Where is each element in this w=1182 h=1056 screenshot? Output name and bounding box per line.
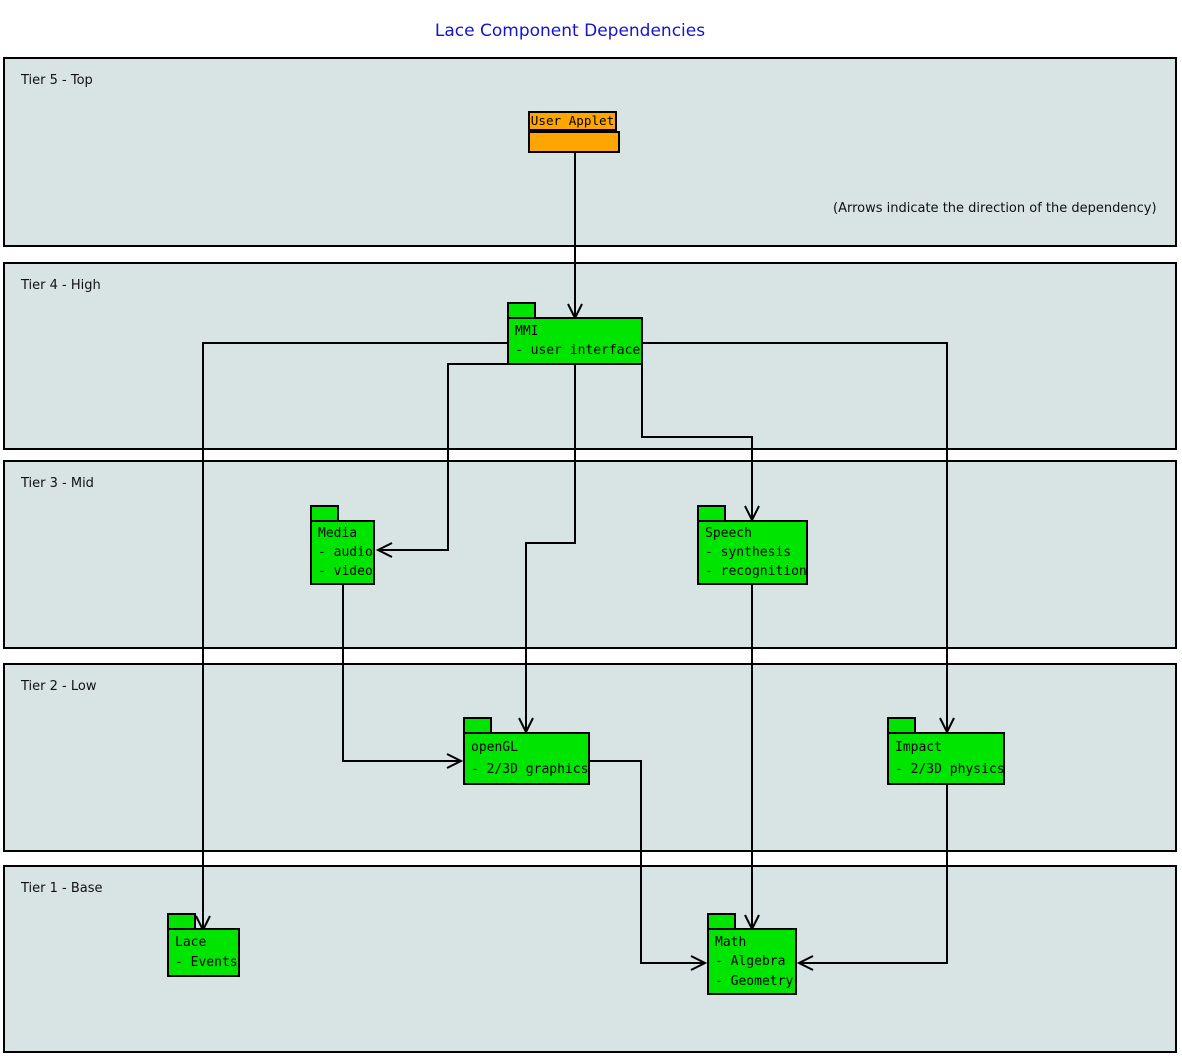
tier-label-3: Tier 3 - Mid xyxy=(21,476,94,491)
tier-label-5: Tier 5 - Top xyxy=(21,73,93,88)
tier-label-1: Tier 1 - Base xyxy=(21,881,103,896)
node-lace-detail: - Events xyxy=(175,955,238,970)
diagram-title: Lace Component Dependencies xyxy=(434,21,706,41)
tier-band-4: Tier 4 - High xyxy=(3,262,1177,450)
node-media-detail: - video xyxy=(318,564,373,579)
node-speech-detail: - synthesis xyxy=(705,545,792,560)
node-speech-detail: - recognition xyxy=(705,564,807,579)
tier-band-3: Tier 3 - Mid xyxy=(3,460,1177,649)
node-speech-title: Speech xyxy=(705,526,752,541)
node-opengl-detail: - 2/3D graphics xyxy=(471,761,589,777)
node-mmi-detail: - user interface xyxy=(515,343,641,359)
node-math-detail: - Geometry xyxy=(715,973,794,989)
node-math-detail: - Algebra xyxy=(715,954,786,969)
arrow-direction-note: (Arrows indicate the direction of the de… xyxy=(833,201,1157,216)
node-user-applet-title: User Applet xyxy=(528,111,617,131)
node-math-title: Math xyxy=(715,934,747,950)
node-opengl-title: openGL xyxy=(471,740,518,756)
node-mmi-title: MMI xyxy=(515,323,539,339)
tier-label-2: Tier 2 - Low xyxy=(21,679,97,694)
node-impact-detail: - 2/3D physics xyxy=(895,761,1005,777)
tier-label-4: Tier 4 - High xyxy=(21,278,101,293)
node-media-detail: - audio xyxy=(318,545,373,560)
node-user-applet-body xyxy=(528,131,620,153)
node-media-title: Media xyxy=(318,526,358,541)
node-lace-title: Lace xyxy=(175,935,207,950)
node-impact-title: Impact xyxy=(895,740,942,756)
